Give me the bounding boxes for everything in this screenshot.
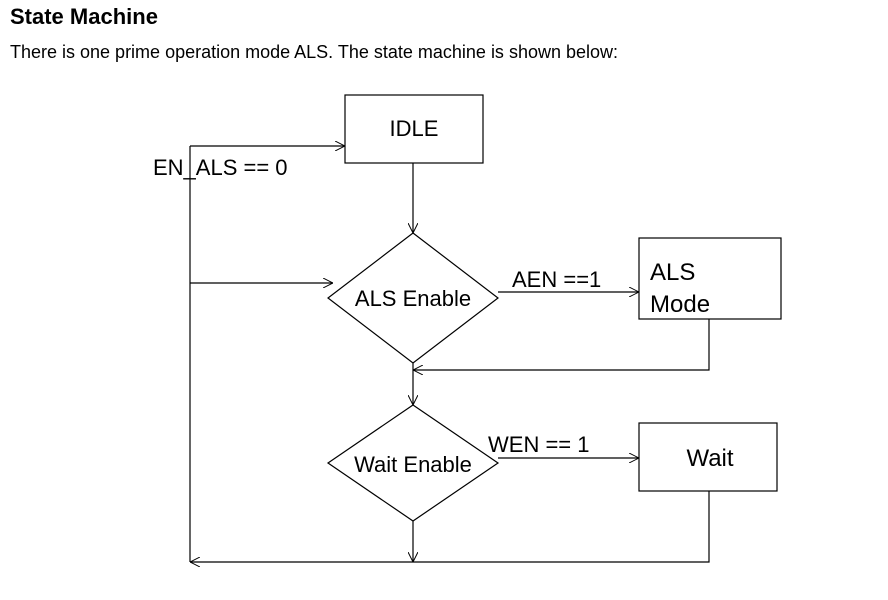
als-mode-return-arrow <box>413 319 710 370</box>
als-mode-label-line2: Mode <box>650 291 710 318</box>
wait-enable-label: Wait Enable <box>354 452 472 477</box>
idle-state-box <box>344 94 484 164</box>
idle-state-label: IDLE <box>390 116 439 141</box>
intro-text: There is one prime operation mode ALS. T… <box>10 42 619 62</box>
wait-state-box <box>638 422 778 492</box>
page-title: State Machine <box>10 4 158 29</box>
en-als-condition-label: EN_ALS == 0 <box>153 155 288 180</box>
wait-state-label: Wait <box>686 445 733 472</box>
als-enable-label: ALS Enable <box>355 286 471 311</box>
wait-return-arrow <box>190 491 710 562</box>
aen-condition-label: AEN ==1 <box>512 267 601 292</box>
wen-condition-label: WEN == 1 <box>488 432 589 457</box>
als-mode-label-line1: ALS <box>650 259 695 286</box>
als-mode-state-box <box>638 237 782 320</box>
